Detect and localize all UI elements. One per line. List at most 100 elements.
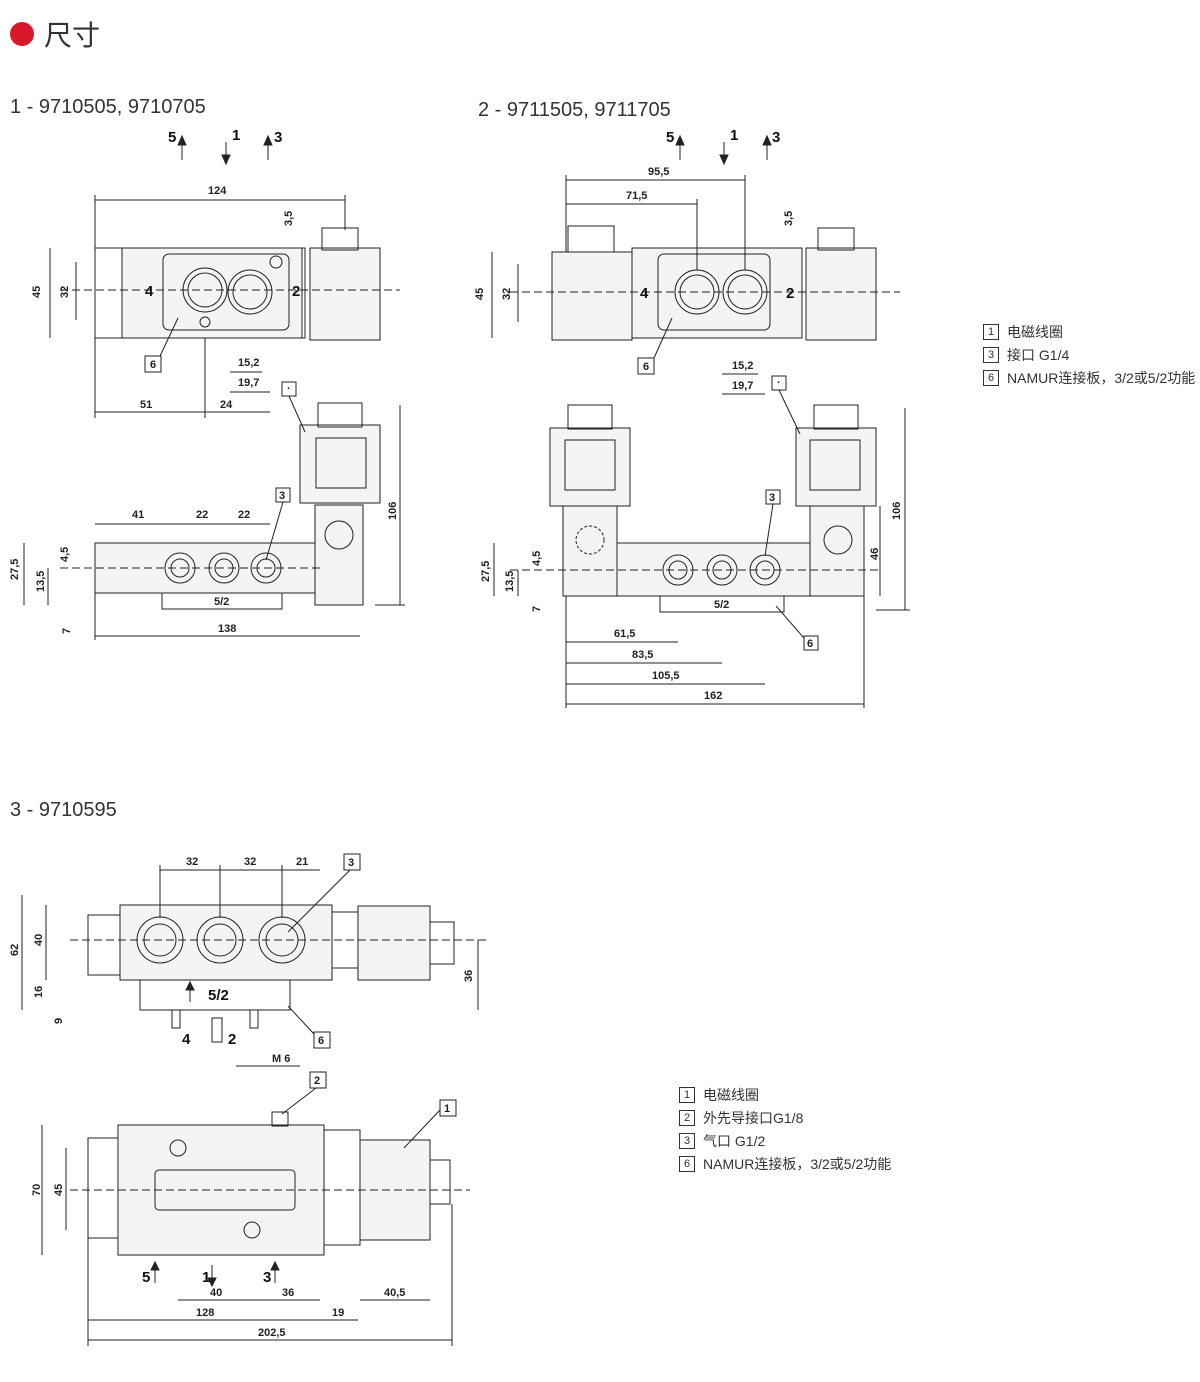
svg-text:36: 36 <box>463 970 475 982</box>
svg-text:162: 162 <box>704 690 722 702</box>
view-3-title: 3 - 9710595 <box>10 799 117 821</box>
svg-text:6: 6 <box>643 361 649 373</box>
svg-text:138: 138 <box>218 623 236 635</box>
view-3-front: 5 1 3 70 45 40 36 128 19 40,5 202,5 2 1 <box>31 1071 470 1346</box>
svg-text:7: 7 <box>61 628 73 634</box>
svg-text:15,2: 15,2 <box>732 360 753 372</box>
svg-text:46: 46 <box>869 548 881 560</box>
svg-text:3,5: 3,5 <box>283 211 295 226</box>
svg-text:124: 124 <box>208 185 227 197</box>
svg-text:62: 62 <box>9 944 21 956</box>
svg-text:1: 1 <box>444 1103 450 1115</box>
svg-text:40,5: 40,5 <box>384 1287 405 1299</box>
svg-text:40: 40 <box>33 934 45 946</box>
svg-text:202,5: 202,5 <box>258 1327 286 1339</box>
svg-text:3: 3 <box>348 857 354 869</box>
svg-text:22: 22 <box>196 509 208 521</box>
svg-text:15,2: 15,2 <box>238 357 259 369</box>
svg-text:16: 16 <box>33 986 45 998</box>
svg-text:40: 40 <box>210 1287 222 1299</box>
svg-text:3: 3 <box>772 129 780 146</box>
svg-text:19: 19 <box>332 1307 344 1319</box>
svg-text:27,5: 27,5 <box>9 559 21 580</box>
svg-text:70: 70 <box>31 1184 43 1196</box>
svg-text:32: 32 <box>59 286 71 298</box>
view-1-top: 5 1 3 4 2 124 3,5 45 32 15,2 19,7 51 24 … <box>31 127 400 418</box>
svg-text:2: 2 <box>314 1075 320 1087</box>
svg-text:19,7: 19,7 <box>238 377 259 389</box>
svg-text:95,5: 95,5 <box>648 166 669 178</box>
svg-text:2: 2 <box>228 1031 236 1048</box>
svg-text:4: 4 <box>640 285 649 302</box>
svg-text:1: 1 <box>202 1269 210 1286</box>
svg-text:71,5: 71,5 <box>626 190 647 202</box>
svg-text:·: · <box>287 383 291 395</box>
section-title: 尺寸 <box>44 20 101 51</box>
view-2-title: 2 - 9711505, 9711705 <box>478 99 671 121</box>
svg-text:32: 32 <box>501 288 513 300</box>
svg-text:106: 106 <box>387 502 399 520</box>
svg-text:32: 32 <box>244 856 256 868</box>
svg-text:51: 51 <box>140 399 152 411</box>
view-2-top: 5 1 3 4 2 95,5 71,5 3,5 45 32 15,2 19,7 … <box>474 127 900 395</box>
svg-text:3: 3 <box>279 490 285 502</box>
svg-text:5: 5 <box>666 129 674 146</box>
port-1: 1 <box>232 127 240 144</box>
view-1-front: 5/2 41 22 22 106 27,5 13,5 4,5 7 138 3 · <box>9 381 405 640</box>
svg-text:24: 24 <box>220 399 233 411</box>
svg-text:7: 7 <box>531 606 543 612</box>
svg-text:4,5: 4,5 <box>531 551 543 566</box>
section-header: 尺寸 <box>10 14 100 54</box>
svg-text:3: 3 <box>769 492 775 504</box>
view-3-top: 5/2 4 2 32 32 21 62 40 16 9 36 M 6 3 6 <box>9 853 490 1067</box>
svg-text:13,5: 13,5 <box>35 571 47 592</box>
svg-text:105,5: 105,5 <box>652 670 680 682</box>
svg-text:45: 45 <box>53 1184 65 1196</box>
view-2-front: 5/2 106 46 27,5 13,5 4,5 7 61,5 83,5 105… <box>480 375 910 708</box>
svg-text:4: 4 <box>182 1031 191 1048</box>
svg-text:32: 32 <box>186 856 198 868</box>
svg-text:5: 5 <box>142 1269 150 1286</box>
port-3: 3 <box>274 129 282 146</box>
svg-text:M 6: M 6 <box>272 1053 290 1065</box>
view-1-title: 1 - 9710505, 9710705 <box>10 96 206 118</box>
svg-text:6: 6 <box>807 638 813 650</box>
port-4: 4 <box>145 283 154 300</box>
svg-text:5/2: 5/2 <box>714 599 729 611</box>
svg-text:41: 41 <box>132 509 144 521</box>
svg-text:5/2: 5/2 <box>214 596 229 608</box>
svg-text:·: · <box>777 377 781 389</box>
svg-text:3,5: 3,5 <box>783 211 795 226</box>
svg-text:19,7: 19,7 <box>732 380 753 392</box>
port-5: 5 <box>168 129 176 146</box>
port-2: 2 <box>292 283 300 300</box>
svg-text:1: 1 <box>730 127 738 144</box>
svg-text:21: 21 <box>296 856 308 868</box>
svg-text:5/2: 5/2 <box>208 987 229 1004</box>
svg-text:128: 128 <box>196 1307 214 1319</box>
svg-text:9: 9 <box>53 1018 65 1024</box>
svg-text:4,5: 4,5 <box>59 547 71 562</box>
svg-text:45: 45 <box>31 286 43 298</box>
svg-text:6: 6 <box>150 359 156 371</box>
svg-text:22: 22 <box>238 509 250 521</box>
red-dot-icon <box>10 22 34 46</box>
svg-text:6: 6 <box>318 1035 324 1047</box>
svg-text:3: 3 <box>263 1269 271 1286</box>
svg-text:106: 106 <box>891 502 903 520</box>
svg-text:27,5: 27,5 <box>480 561 492 582</box>
svg-text:61,5: 61,5 <box>614 628 635 640</box>
svg-text:36: 36 <box>282 1287 294 1299</box>
svg-text:83,5: 83,5 <box>632 649 653 661</box>
svg-text:2: 2 <box>786 285 794 302</box>
svg-text:45: 45 <box>474 288 486 300</box>
